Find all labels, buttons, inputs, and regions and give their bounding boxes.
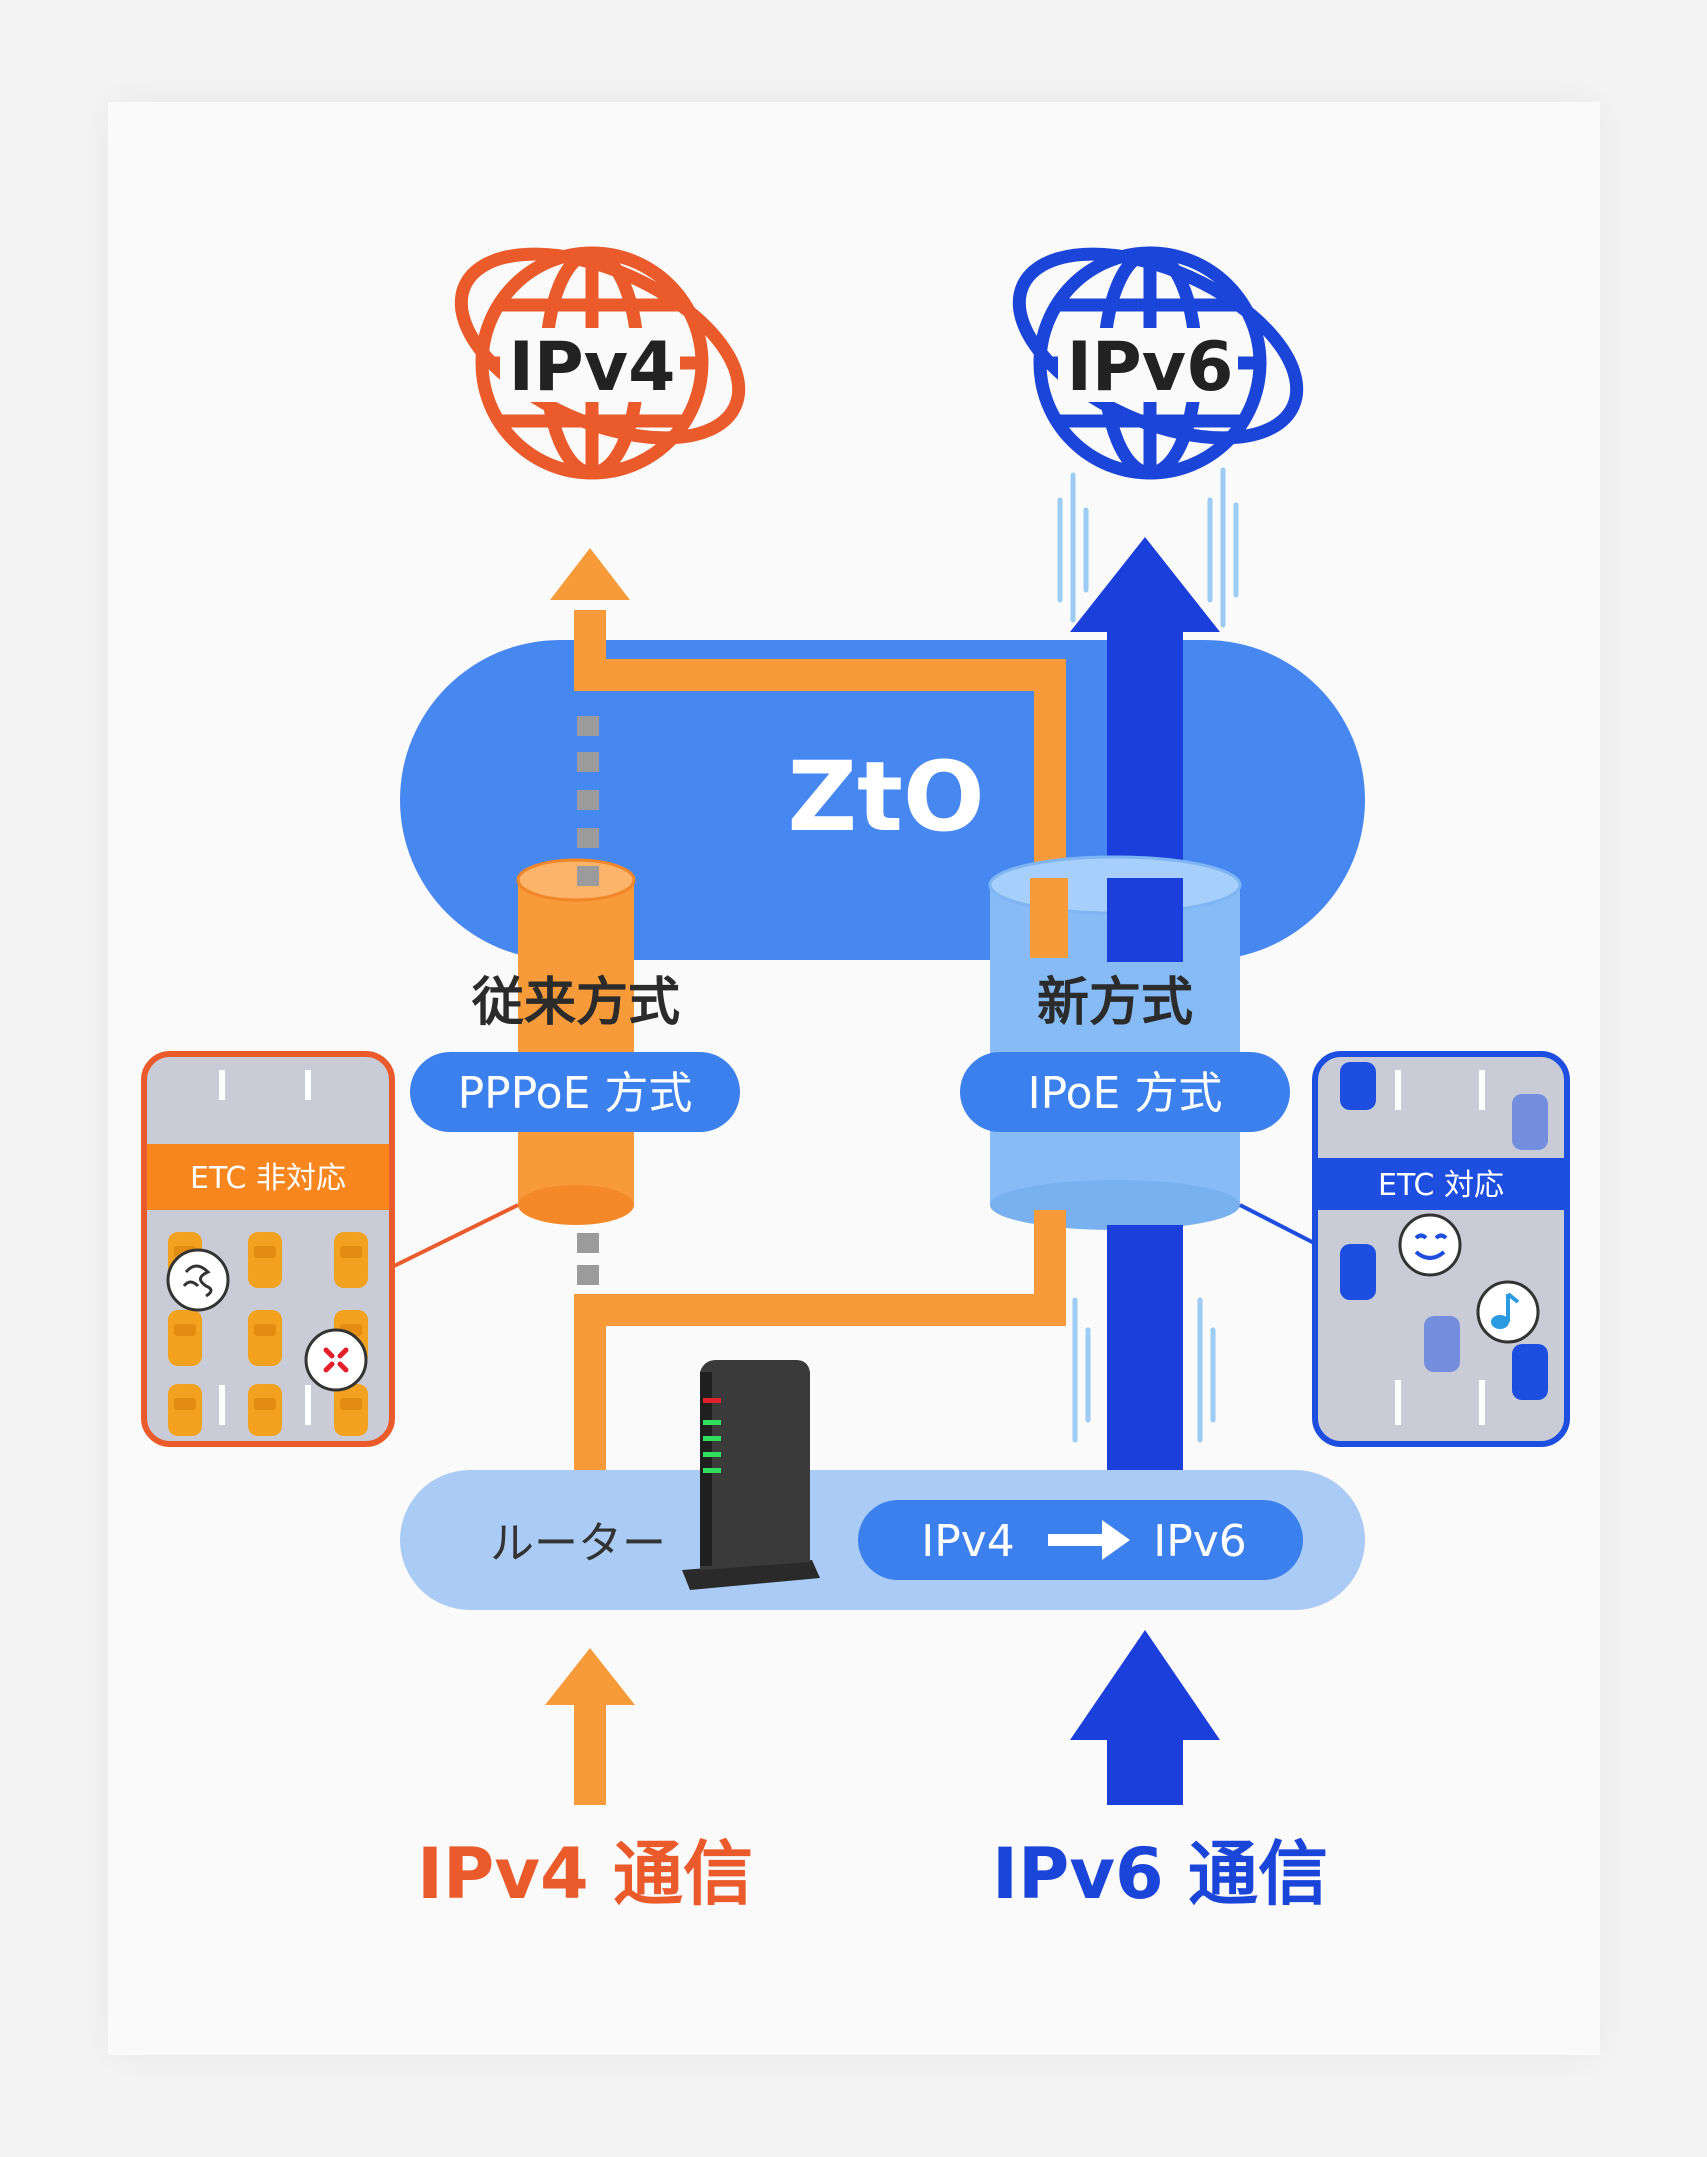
speed-lines-lower [1072,1297,1216,1443]
ipoe-pill [960,1052,1290,1132]
etc-supported-panel: ETC 対応 [1312,1051,1570,1447]
speed-lines-top [1057,467,1239,628]
etc-unsupported-label: ETC 非対応 [190,1161,346,1196]
frustrated-bubble-icon [166,1248,230,1312]
ipv6-globe-label-bg [1058,328,1238,402]
ipv6-input-arrow-shaft [1107,1735,1183,1805]
ipv4-traffic-label: IPv4 通信 [417,1833,753,1915]
ipv6-globe-label: IPv6 [1067,328,1234,407]
pppoe-pill-label: PPPoE 方式 [458,1068,693,1119]
ipv4-path-lower [574,1210,1066,1480]
ipv6-arrow-up-top [1070,537,1220,632]
router-device-icon [682,1360,820,1590]
happy-bubble-icon [1398,1213,1462,1277]
zto-label: ZtO [787,741,984,853]
ipv6-path-lower [1107,1225,1183,1480]
flowing-cars [1340,1062,1548,1400]
ipv4-path-into-ipoe [1030,878,1068,958]
ipoe-pill-label: IPoE 方式 [1028,1068,1223,1119]
pppoe-cylinder [516,858,636,1225]
ipv4-input-arrow-head [545,1648,635,1705]
ipv6-input-arrow-head [1070,1630,1220,1740]
new-heading: 新方式 [1037,973,1193,1033]
conversion-to: IPv6 [1153,1516,1247,1567]
etc-supported-label: ETC 対応 [1378,1168,1504,1203]
pppoe-dotted-line-top [577,866,599,886]
ipv4-path-upper [574,610,1066,918]
ipv6-path-through-ipoe [1107,878,1183,962]
music-note-bubble-icon [1476,1280,1540,1344]
ipv4-globe-label-bg [500,328,680,402]
etc-unsupported-connector [389,1203,519,1270]
etc-supported-connector [1239,1203,1319,1247]
angry-bubble-icon [304,1328,368,1392]
conversion-from: IPv4 [921,1516,1015,1567]
legacy-heading: 従来方式 [471,973,680,1033]
pppoe-pill [410,1052,740,1132]
ipv4-arrow-up-top [550,548,630,600]
router-label: ルーター [490,1518,666,1569]
ipv4-globe-label: IPv4 [509,328,676,407]
pppoe-dotted-line-lower [577,1233,599,1285]
etc-unsupported-panel: ETC 非対応 [141,1051,395,1447]
arrow-right-icon [1048,1520,1130,1560]
ipv6-traffic-label: IPv6 通信 [992,1833,1328,1915]
ipv4-input-arrow-shaft [574,1700,606,1805]
